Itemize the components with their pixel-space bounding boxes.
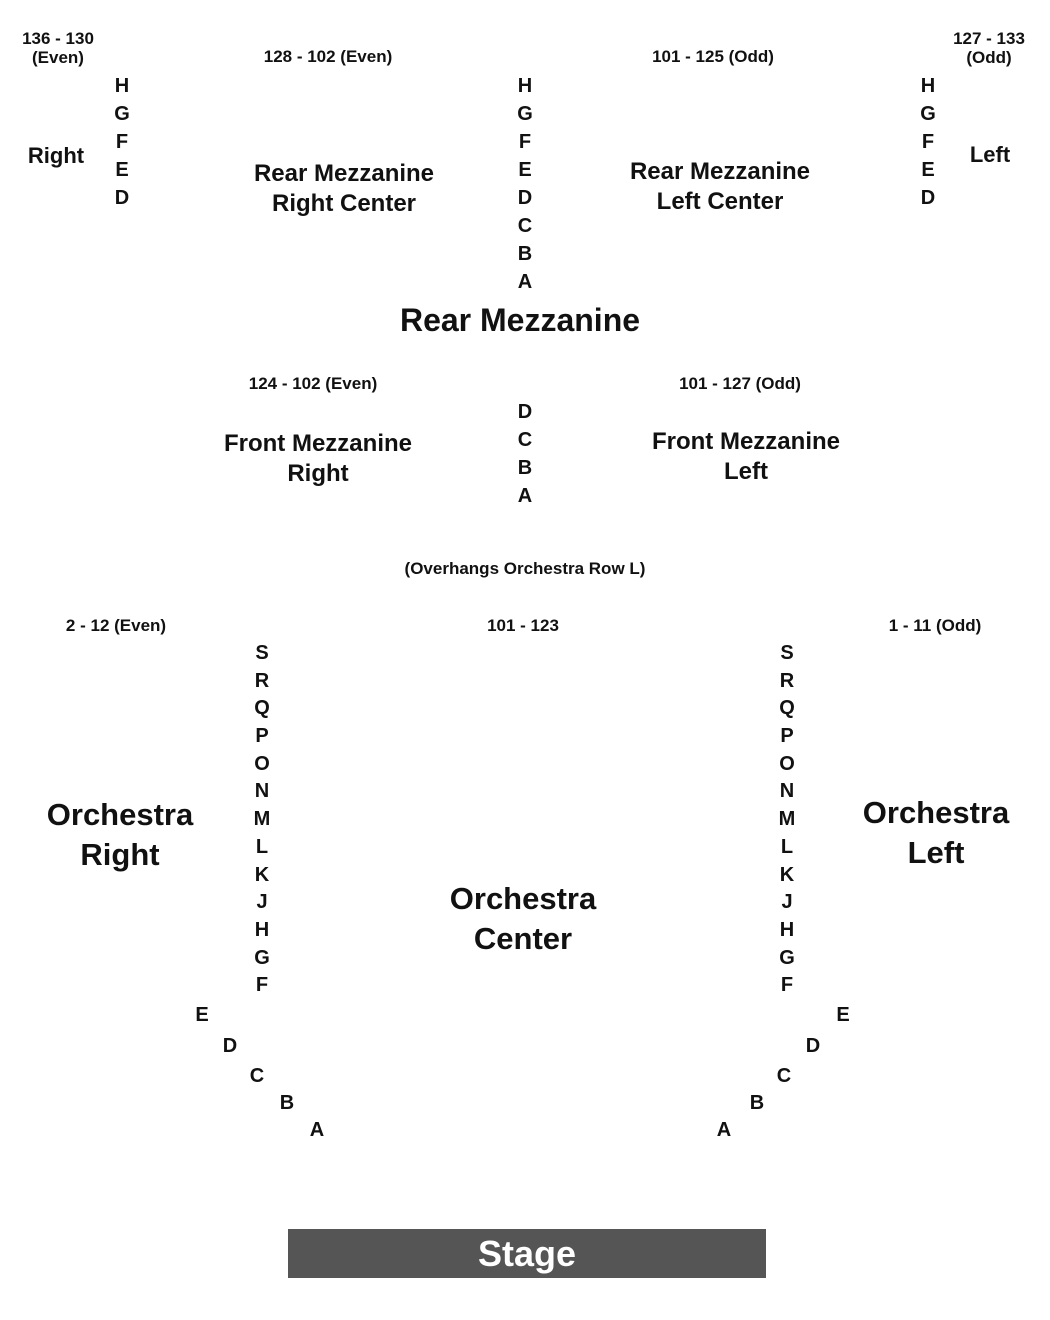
rear-mezz-far-left-rows: H G F E D [916, 72, 940, 212]
row-label: G [920, 103, 936, 125]
row-label: H [779, 918, 795, 941]
row-label: F [518, 131, 532, 153]
rear-mezz-right-center-seats: 128 - 102 (Even) [263, 47, 393, 66]
row-label: O [254, 752, 270, 775]
orchestra-center-label: Orchestra Center [449, 881, 597, 957]
rear-mezz-center-rows: H G F E D C B A [513, 72, 537, 296]
row-label: H [114, 75, 130, 97]
row-label: R [779, 669, 795, 692]
rear-mezz-far-right-seats: 136 - 130 (Even) [22, 29, 94, 67]
row-label: L [780, 835, 794, 858]
row-label: M [778, 808, 796, 831]
row-label: K [254, 863, 270, 886]
row-label: D [222, 1035, 238, 1057]
row-label: O [779, 752, 795, 775]
orchestra-right-aisle-rows: S R Q P O N M L K J H G F [250, 640, 274, 1000]
row-label: L [255, 835, 269, 858]
rear-mezz-far-left-label: Left [969, 142, 1011, 167]
row-label: F [780, 974, 794, 997]
row-label: C [776, 1065, 792, 1087]
front-mezz-right-seats: 124 - 102 (Even) [248, 374, 378, 393]
rear-mezz-far-right-rows: H G F E D [110, 72, 134, 212]
row-label: C [249, 1065, 265, 1087]
rear-mezzanine-title: Rear Mezzanine [399, 302, 641, 338]
row-label: A [517, 485, 533, 507]
row-label: K [779, 863, 795, 886]
row-label: J [256, 891, 268, 914]
row-label: J [781, 891, 793, 914]
row-label: Q [254, 697, 270, 720]
row-label: E [921, 159, 935, 181]
row-label: C [517, 215, 533, 237]
row-label: H [920, 75, 936, 97]
rear-mezz-far-right-label: Right [27, 143, 85, 168]
row-label: E [518, 159, 532, 181]
row-label: A [309, 1119, 325, 1141]
row-label: P [780, 725, 794, 748]
row-label: G [254, 946, 270, 969]
row-label: E [115, 159, 129, 181]
row-label: N [779, 780, 795, 803]
row-label: F [921, 131, 935, 153]
row-label: F [115, 131, 129, 153]
row-label: A [716, 1119, 732, 1141]
row-label: D [920, 187, 936, 209]
orchestra-right-label: Orchestra Right [46, 797, 194, 873]
rear-mezz-right-center-label: Rear Mezzanine Right Center [253, 160, 435, 217]
row-label: H [517, 75, 533, 97]
orchestra-right-seats: 2 - 12 (Even) [65, 616, 167, 635]
row-label: G [114, 103, 130, 125]
front-mezz-left-label: Front Mezzanine Left [651, 428, 840, 485]
row-label: D [114, 187, 130, 209]
row-label: G [517, 103, 533, 125]
front-mezz-rows: D C B A [513, 398, 537, 510]
row-label: S [255, 642, 269, 664]
overhang-note: (Overhangs Orchestra Row L) [404, 559, 646, 578]
row-label: H [254, 918, 270, 941]
row-label: D [805, 1035, 821, 1057]
row-label: B [517, 243, 533, 265]
row-label: P [255, 725, 269, 748]
row-label: N [254, 780, 270, 803]
row-label: D [517, 187, 533, 209]
row-label: B [279, 1092, 295, 1114]
row-label: D [517, 401, 533, 423]
row-label: F [255, 974, 269, 997]
row-label: M [253, 808, 271, 831]
row-label: G [779, 946, 795, 969]
row-label: B [517, 457, 533, 479]
front-mezz-right-label: Front Mezzanine Right [223, 430, 412, 487]
rear-mezz-far-left-seats: 127 - 133 (Odd) [953, 29, 1025, 67]
row-label: E [195, 1004, 209, 1026]
row-label: E [836, 1004, 850, 1026]
row-label: B [749, 1092, 765, 1114]
row-label: A [517, 271, 533, 293]
row-label: C [517, 429, 533, 451]
orchestra-center-seats: 101 - 123 [487, 616, 559, 635]
orchestra-left-seats: 1 - 11 (Odd) [888, 616, 982, 635]
row-label: R [254, 669, 270, 692]
stage: Stage [288, 1229, 766, 1278]
row-label: S [780, 642, 794, 664]
row-label: Q [779, 697, 795, 720]
rear-mezz-left-center-label: Rear Mezzanine Left Center [629, 158, 811, 215]
orchestra-left-aisle-rows: S R Q P O N M L K J H G F [775, 640, 799, 1000]
rear-mezz-left-center-seats: 101 - 125 (Odd) [652, 47, 774, 66]
front-mezz-left-seats: 101 - 127 (Odd) [679, 374, 801, 393]
orchestra-left-label: Orchestra Left [862, 795, 1010, 871]
